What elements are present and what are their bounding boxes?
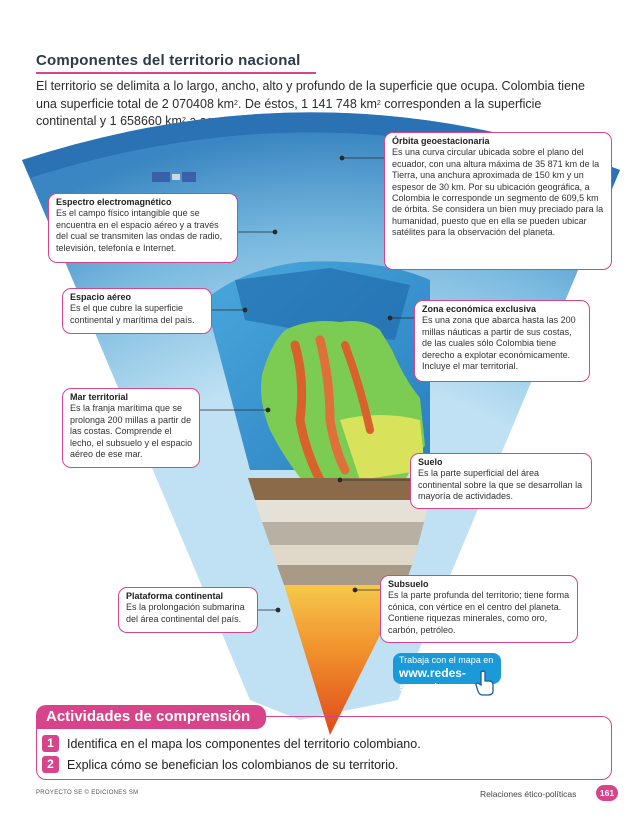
callout-espacio: Espacio aéreo Es el que cubre la superfi… [62,288,212,334]
callout-subsuelo-title: Subsuelo [388,579,429,589]
activity-number-2: 2 [42,756,59,773]
activity-item-1: 1 Identifica en el mapa los componentes … [42,735,421,752]
callout-subsuelo-body: Es la parte profunda del territorio; tie… [388,590,570,635]
rock-layer-4 [277,565,412,585]
mantle-core [284,585,405,735]
callout-orbita-body: Es una curva circular ubicada sobre el p… [392,147,604,238]
activity-number-1: 1 [42,735,59,752]
callout-espectro-title: Espectro electromagnético [56,197,172,207]
andes-west [290,340,325,485]
callout-mar: Mar territorial Es la franja marítima qu… [62,388,200,468]
intro-text-2: . De éstos, 1 141 748 km [237,96,377,111]
web-link-url[interactable]: www.redes-sm.net [399,666,466,694]
activity-item-2: 2 Explica cómo se benefician los colombi… [42,756,398,773]
callout-zona: Zona económica exclusiva Es una zona que… [414,300,590,382]
callout-espectro: Espectro electromagnético Es el campo fí… [48,193,238,263]
page-title: Componentes del territorio nacional [36,52,301,69]
andes-central [315,335,350,475]
intro-sup-2: 2 [376,99,381,107]
intro-sup-3: 2 [181,117,186,124]
activities-box [36,716,612,780]
activities-heading: Actividades de comprensión [36,705,266,729]
rock-layer-1 [255,500,430,522]
pointer-hand-icon [475,670,494,696]
callout-espacio-title: Espacio aéreo [70,292,132,302]
title-underline [36,72,316,74]
callout-mar-body: Es la franja marítima que se prolonga 20… [70,403,193,460]
rock-layer-3 [270,545,418,565]
callout-zona-title: Zona económica exclusiva [422,304,537,314]
callout-espacio-body: Es el que cubre la superficie continenta… [70,303,195,325]
callout-orbita: Órbita geoestacionaria Es una curva circ… [384,132,612,270]
web-link-badge[interactable]: Trabaja con el mapa en www.redes-sm.net [393,653,501,694]
callout-plataforma-body: Es la prolongación submarina del área co… [126,602,245,624]
callout-plataforma: Plataforma continental Es la prolongació… [118,587,258,633]
callout-suelo: Suelo Es la parte superficial del área c… [410,453,592,509]
callout-mar-title: Mar territorial [70,392,129,402]
andes-east [341,341,374,434]
footer-section: Relaciones ético-políticas [480,789,577,799]
intro-text-1: El territorio se delimita a lo largo, an… [36,79,585,111]
soil-layer [248,478,438,500]
atmosphere-band [22,112,620,188]
web-link-label: Trabaja con el mapa en [399,655,494,665]
callout-espectro-body: Es el campo físico intangible que se enc… [56,208,223,253]
intro-sup-1: 2 [234,99,238,107]
continental-shelf [235,268,410,340]
callout-subsuelo: Subsuelo Es la parte profunda del territ… [380,575,578,643]
callout-plataforma-title: Plataforma continental [126,591,224,601]
callout-suelo-body: Es la parte superficial del área contine… [418,468,583,502]
page-number: 161 [596,785,618,801]
callout-connectors [200,155,414,613]
plains-area [340,415,425,480]
rock-layer-2 [262,522,424,545]
activity-text-1: Identifica en el mapa los componentes de… [67,736,421,751]
satellite-icon [152,172,196,182]
activity-text-2: Explica cómo se benefician los colombian… [67,757,399,772]
callout-suelo-title: Suelo [418,457,443,467]
callout-zona-body: Es una zona que abarca hasta las 200 mil… [422,315,576,372]
footer-publisher: PROYECTO SE © EDICIONES SM [36,790,139,796]
callout-orbita-title: Órbita geoestacionaria [392,136,490,146]
intro-text-3: corresponden a la superficie continental… [36,96,542,129]
